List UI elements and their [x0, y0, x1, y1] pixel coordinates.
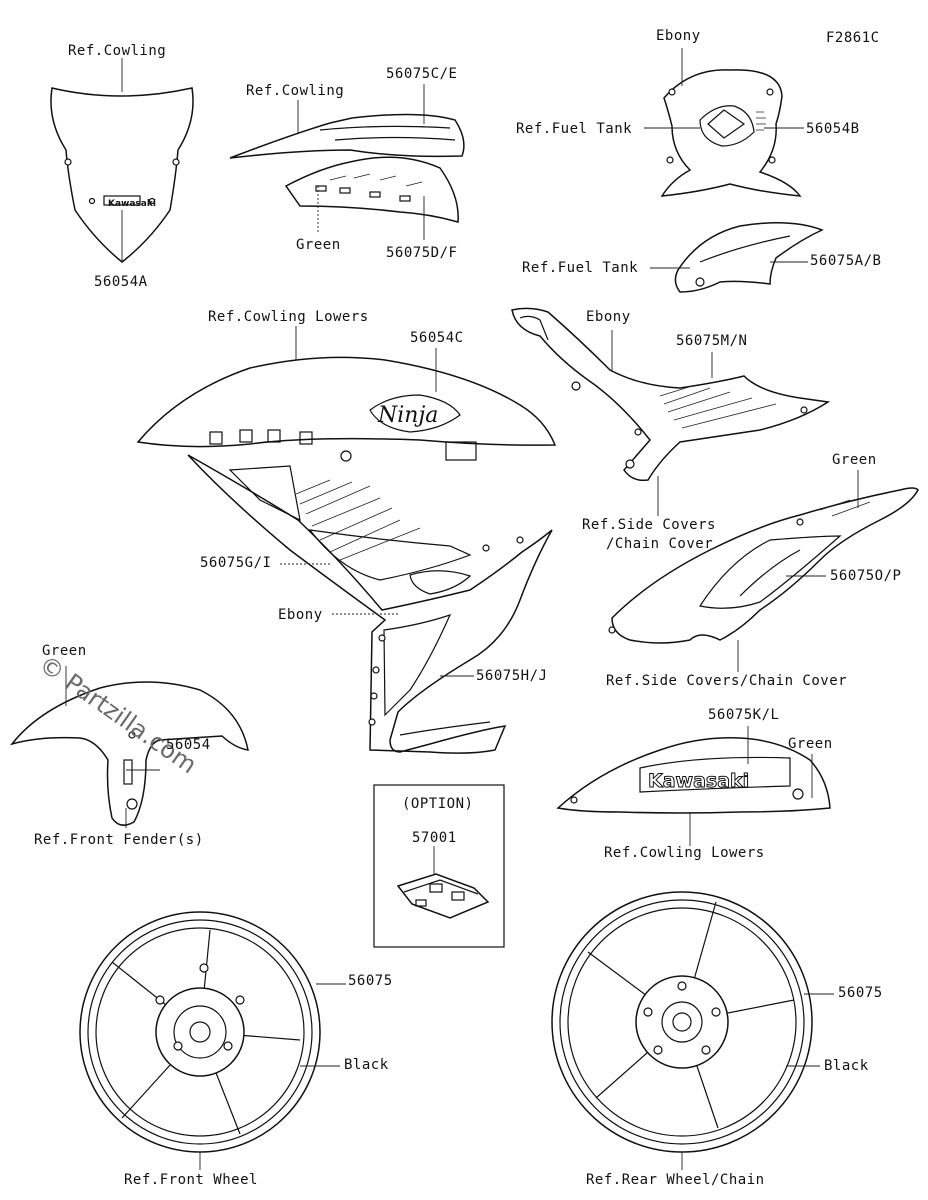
- label-green-lower: Green: [788, 736, 833, 752]
- figure-code: F2861C: [826, 30, 880, 46]
- rear-wheel-part: [551, 891, 813, 1153]
- label-ref-cowling-lowers-1: Ref.Cowling Lowers: [208, 309, 369, 325]
- upper-cowling-part: [229, 113, 465, 223]
- label-green-tail: Green: [832, 452, 877, 468]
- label-ebony-fairing: Ebony: [278, 607, 323, 623]
- side-cover-part: [511, 307, 831, 482]
- side-cowling-ninja-part: Ninja: [136, 356, 557, 462]
- label-56075CE: 56075C/E: [386, 66, 458, 82]
- label-57001: 57001: [412, 830, 457, 846]
- label-black-front: Black: [344, 1057, 389, 1073]
- label-56054: 56054: [166, 737, 211, 753]
- label-chain-cover-1: /Chain Cover: [606, 536, 714, 552]
- label-ref-front-fender: Ref.Front Fender(s): [34, 832, 204, 848]
- windscreen-part: [50, 87, 194, 263]
- label-56075KL: 56075K/L: [708, 707, 780, 723]
- label-56054B: 56054B: [806, 121, 860, 137]
- lower-cowling-kawasaki-part: Kawasaki: [556, 737, 831, 814]
- label-56054A: 56054A: [94, 274, 148, 290]
- fuel-tank-top-part: [660, 69, 802, 197]
- label-56054C: 56054C: [410, 330, 464, 346]
- label-56075-rear: 56075: [838, 985, 883, 1001]
- label-ref-side-covers-1: Ref.Side Covers: [582, 517, 716, 533]
- label-ref-rear-wheel: Ref.Rear Wheel/Chain: [586, 1172, 765, 1188]
- windscreen-logo: Kawasaki: [108, 199, 156, 209]
- label-ref-front-wheel: Ref.Front Wheel: [124, 1172, 258, 1188]
- label-ref-cowling-lowers-2: Ref.Cowling Lowers: [604, 845, 765, 861]
- label-ref-side-covers-2: Ref.Side Covers/Chain Cover: [606, 673, 848, 689]
- label-ebony-tank: Ebony: [656, 28, 701, 44]
- label-56075DF: 56075D/F: [386, 245, 458, 261]
- label-option: (OPTION): [402, 796, 474, 812]
- label-black-rear: Black: [824, 1058, 869, 1074]
- kawasaki-logo-lower: Kawasaki: [648, 770, 749, 792]
- label-ref-cowling-windscreen: Ref.Cowling: [68, 43, 167, 59]
- label-green-fender: Green: [42, 643, 87, 659]
- label-ref-fuel-tank-2: Ref.Fuel Tank: [522, 260, 639, 276]
- label-ref-fuel-tank-1: Ref.Fuel Tank: [516, 121, 633, 137]
- label-56075MN: 56075M/N: [676, 333, 748, 349]
- label-ebony-side: Ebony: [586, 309, 631, 325]
- label-56075AB: 56075A/B: [810, 253, 882, 269]
- front-wheel-part: [79, 911, 321, 1153]
- tail-cowl-part: [608, 487, 919, 644]
- ninja-logo: Ninja: [377, 403, 438, 428]
- label-56075OP: 56075O/P: [830, 568, 902, 584]
- label-56075-front: 56075: [348, 973, 393, 989]
- fuel-tank-side-part: [674, 222, 824, 293]
- label-56075GI: 56075G/I: [200, 555, 272, 571]
- label-green-upper: Green: [296, 237, 341, 253]
- option-box: [373, 784, 505, 948]
- label-ref-cowling-upper: Ref.Cowling: [246, 83, 345, 99]
- label-56075HJ: 56075H/J: [476, 668, 548, 684]
- middle-fairing-part: [187, 454, 553, 754]
- front-fender-part: [9, 681, 249, 826]
